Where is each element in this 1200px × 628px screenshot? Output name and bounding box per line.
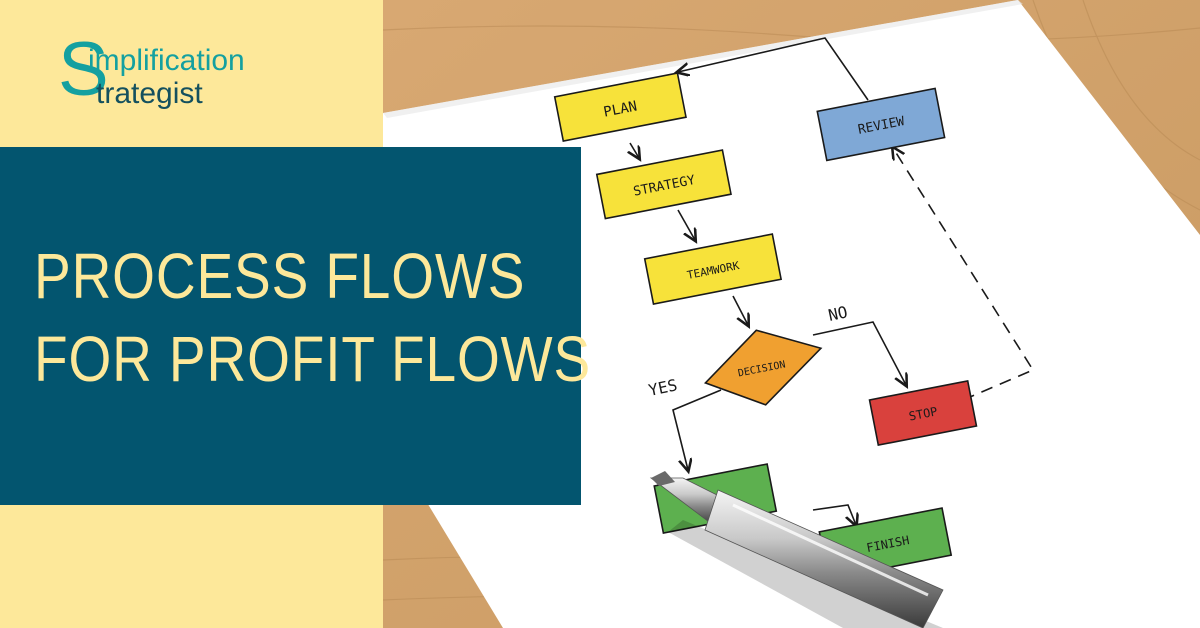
headline-line-1: PROCESS FLOWS: [34, 240, 526, 312]
no-label: NO: [826, 302, 849, 325]
review-node: REVIEW: [816, 87, 946, 162]
headline-panel: PROCESS FLOWS FOR PROFIT FLOWS: [0, 147, 590, 505]
flowchart-photo: PLAN STRATEGY TEAMWORK DECISION YES NO R…: [383, 0, 1200, 628]
stop-label: STOP: [908, 404, 939, 423]
strategy-node: STRATEGY: [595, 149, 732, 220]
logo-word-top: implification: [88, 44, 245, 77]
photo-area: PLAN STRATEGY TEAMWORK DECISION YES NO R…: [383, 0, 1200, 628]
logo-word-bottom: trategist: [96, 77, 203, 110]
logo-initial: S: [58, 27, 109, 112]
headline: PROCESS FLOWS FOR PROFIT FLOWS: [34, 235, 591, 401]
paper-sheet: [383, 0, 1200, 628]
headline-line-2: FOR PROFIT FLOWS: [34, 323, 592, 396]
decision-node: DECISION: [703, 329, 823, 406]
plan-node: PLAN: [553, 72, 687, 142]
stop-node: STOP: [868, 379, 978, 447]
connector-lines: [630, 37, 1035, 525]
pen-image: [649, 471, 944, 628]
teamwork-node: TEAMWORK: [643, 233, 783, 305]
brand-logo: S implification trategist: [58, 32, 338, 120]
plan-label: PLAN: [602, 99, 638, 121]
